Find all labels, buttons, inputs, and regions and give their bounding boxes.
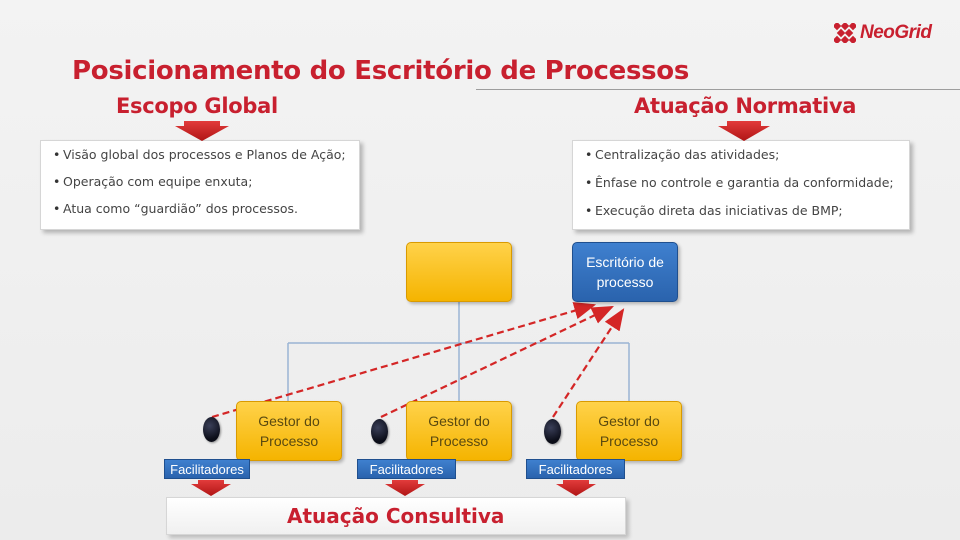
facilitadores-label-3: Facilitadores — [526, 459, 625, 479]
down-arrow-icon — [191, 480, 231, 496]
down-arrow-icon — [175, 121, 229, 141]
gestor-label: Gestor do Processo — [258, 413, 320, 449]
list-item: Ênfase no controle e garantia da conform… — [585, 175, 899, 190]
gestor-processo-box-3: Gestor do Processo — [576, 401, 682, 461]
escopo-global-box: Visão global dos processos e Planos de A… — [40, 140, 360, 230]
atuacao-normativa-list: Centralização das atividades; Ênfase no … — [585, 147, 899, 218]
atuacao-normativa-box: Centralização das atividades; Ênfase no … — [572, 140, 910, 230]
list-item: Atua como “guardião” dos processos. — [53, 201, 349, 216]
heading-atuacao-normativa: Atuação Normativa — [634, 94, 857, 118]
heading-atuacao-consultiva: Atuação Consultiva — [287, 504, 505, 528]
escritorio-de-processo-box: Escritório de processo — [572, 242, 678, 302]
facilitador-oval-3 — [544, 419, 561, 444]
escopo-global-list: Visão global dos processos e Planos de A… — [53, 147, 349, 216]
org-connectors — [287, 302, 630, 401]
down-arrow-icon — [718, 121, 770, 141]
gestor-processo-box-2: Gestor do Processo — [406, 401, 512, 461]
facilitadores-label-2: Facilitadores — [357, 459, 456, 479]
neogrid-logo: NeoGrid — [834, 22, 932, 44]
list-item: Centralização das atividades; — [585, 147, 899, 162]
neogrid-logo-icon — [834, 23, 856, 43]
list-item: Execução direta das iniciativas de BMP; — [585, 203, 899, 218]
gestor-label: Gestor do Processo — [598, 413, 660, 449]
gestor-label: Gestor do Processo — [428, 413, 490, 449]
gestor-processo-box-1: Gestor do Processo — [236, 401, 342, 461]
atuacao-consultiva-banner — [166, 497, 626, 535]
down-arrow-icon — [385, 480, 425, 496]
heading-escopo-global: Escopo Global — [116, 94, 278, 118]
top-yellow-box — [406, 242, 512, 302]
facilitadores-label-1: Facilitadores — [164, 459, 250, 479]
logo-text: NeoGrid — [860, 22, 932, 43]
down-arrow-icon — [556, 480, 596, 496]
title-underline — [476, 89, 960, 90]
page-title: Posicionamento do Escritório de Processo… — [72, 56, 690, 86]
facilitador-oval-2 — [371, 419, 388, 444]
list-item: Operação com equipe enxuta; — [53, 174, 349, 189]
escritorio-label: Escritório de processo — [586, 254, 664, 290]
list-item: Visão global dos processos e Planos de A… — [53, 147, 349, 162]
facilitador-oval-1 — [203, 417, 220, 442]
